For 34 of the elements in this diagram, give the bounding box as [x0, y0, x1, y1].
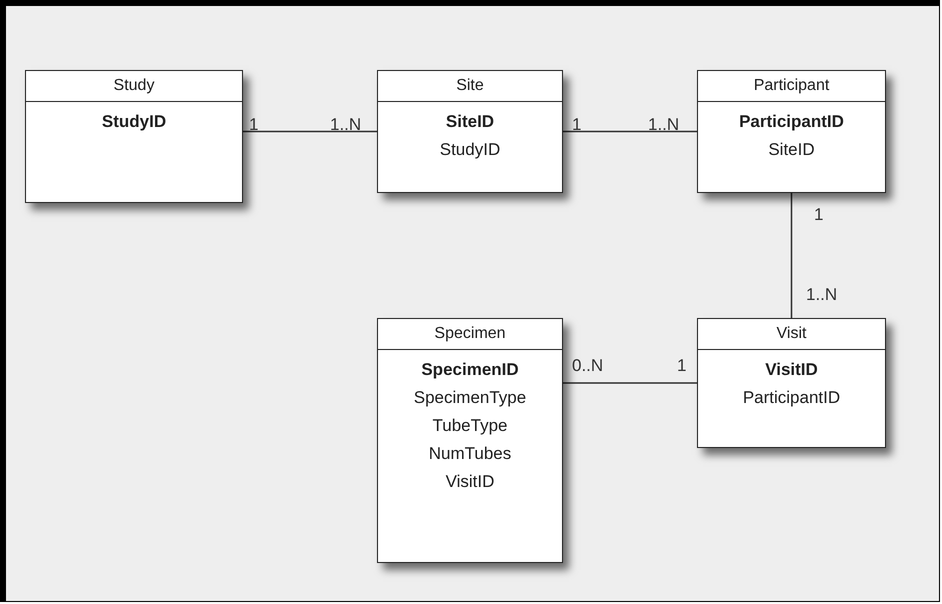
attribute-field: NumTubes [428, 440, 512, 468]
attribute-field: ParticipantID [742, 384, 840, 412]
cardinality-label: 1..N [330, 114, 362, 136]
cardinality-label: 1..N [648, 114, 680, 136]
cardinality-label: 1 [572, 114, 582, 136]
entity-box [377, 70, 563, 193]
entity-box [697, 70, 886, 193]
connector-line [563, 382, 697, 384]
attribute-field: StudyID [440, 136, 500, 164]
entity-title: Specimen [378, 319, 562, 350]
attribute-field: SpecimenType [414, 384, 526, 412]
connector-line [563, 130, 697, 132]
connector-line [790, 193, 792, 318]
cardinality-label: 1..N [806, 284, 838, 306]
primary-key-field: VisitID [765, 356, 818, 384]
cardinality-label: 1 [677, 355, 686, 377]
entity-box [697, 318, 886, 448]
primary-key-field: ParticipantID [739, 108, 844, 136]
entity-title: Visit [698, 319, 885, 350]
entity-title: Study [26, 71, 242, 102]
cardinality-label: 1 [249, 114, 258, 136]
attribute-field: SiteID [768, 136, 815, 164]
entity-box [25, 70, 243, 203]
cardinality-label: 0..N [572, 355, 604, 377]
connector-line [243, 130, 377, 132]
attribute-field: TubeType [432, 412, 508, 440]
attribute-field: VisitID [446, 468, 494, 496]
primary-key-field: SpecimenID [421, 356, 519, 384]
cardinality-label: 1 [814, 204, 824, 226]
primary-key-field: SiteID [446, 108, 494, 136]
primary-key-field: StudyID [102, 108, 166, 136]
entity-title: Participant [698, 71, 885, 102]
entity-title: Site [378, 71, 562, 102]
entity-box [377, 318, 563, 563]
